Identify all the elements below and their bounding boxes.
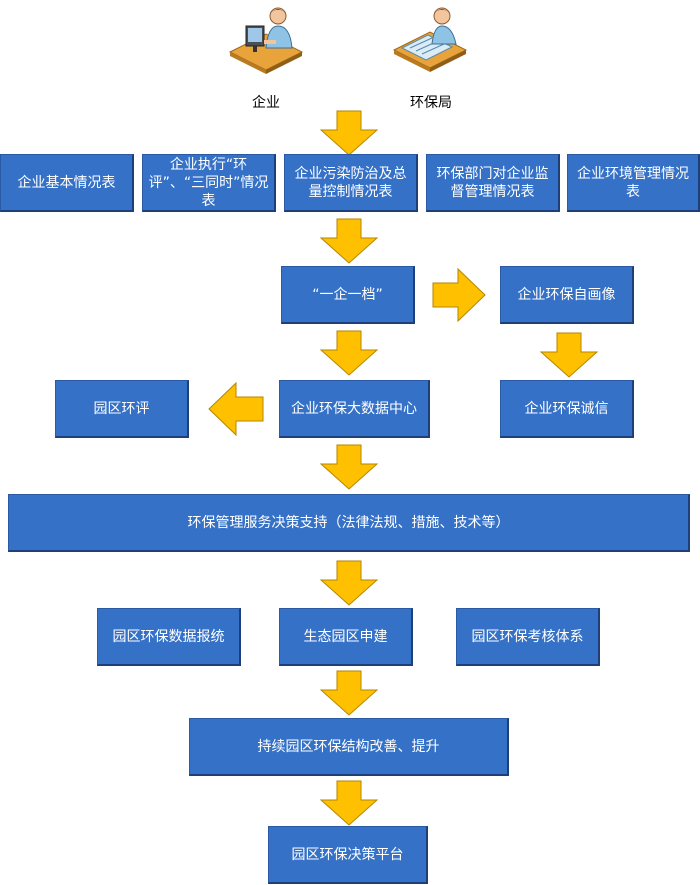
box-epb-supervision: 环保部门对企业监督管理情况表 [426, 154, 560, 212]
box-decision-support: 环保管理服务决策支持（法律法规、措施、技术等） [8, 494, 690, 552]
box-self-portrait: 企业环保自画像 [500, 266, 634, 324]
box-eco-park-application: 生态园区申建 [279, 608, 413, 666]
arrow-down-icon [320, 560, 378, 606]
box-one-enterprise-one-file: “一企一档” [281, 266, 415, 324]
person-at-drafting-table-icon [392, 7, 468, 72]
box-eia-three-simultaneous: 企业执行“环评”、“三同时”情况表 [142, 154, 276, 212]
box-park-data-reporting: 园区环保数据报统 [97, 608, 241, 666]
box-environmental-credit: 企业环保诚信 [500, 380, 634, 438]
box-enterprise-basic-info: 企业基本情况表 [0, 154, 134, 212]
arrow-down-icon [540, 332, 598, 378]
box-continuous-improvement: 持续园区环保结构改善、提升 [189, 718, 509, 776]
box-park-eia: 园区环评 [55, 380, 189, 438]
arrow-down-icon [320, 444, 378, 490]
box-decision-platform: 园区环保决策平台 [268, 826, 428, 884]
box-environmental-management: 企业环境管理情况表 [567, 154, 700, 212]
actor-label-epb: 环保局 [410, 95, 452, 111]
person-at-computer-icon [228, 7, 304, 74]
actor-label-enterprise: 企业 [252, 95, 280, 111]
box-park-assessment-system: 园区环保考核体系 [456, 608, 600, 666]
box-big-data-center: 企业环保大数据中心 [279, 380, 430, 438]
box-pollution-control: 企业污染防治及总量控制情况表 [284, 154, 418, 212]
arrow-down-icon [320, 670, 378, 716]
arrow-right-icon [432, 268, 486, 322]
arrow-down-icon [320, 330, 378, 376]
arrow-down-icon [320, 110, 378, 156]
arrow-left-icon [208, 382, 264, 436]
arrow-down-icon [320, 780, 378, 826]
arrow-down-icon [320, 218, 378, 264]
